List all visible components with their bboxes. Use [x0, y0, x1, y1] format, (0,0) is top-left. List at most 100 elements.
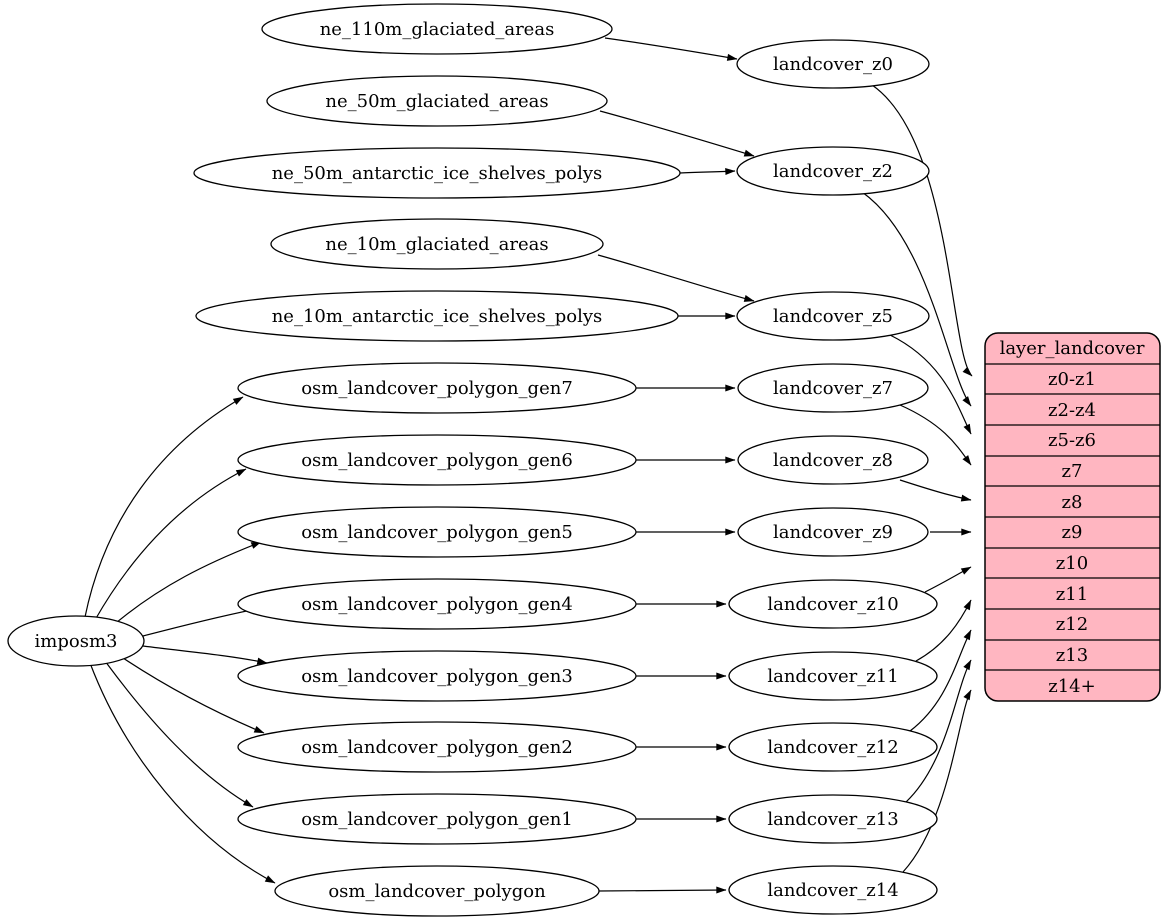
- node-shape: [728, 722, 938, 772]
- node-shape: [237, 506, 637, 558]
- node-label: landcover_z5: [773, 306, 893, 327]
- node-shape: [237, 721, 637, 773]
- node-landcover-z13: landcover_z13: [728, 794, 938, 844]
- node-shape: [261, 3, 613, 55]
- table-row-z10: z10: [1056, 553, 1088, 574]
- node-ne-10m-antarctic-ice-shelves-polys: ne_10m_antarctic_ice_shelves_polys: [195, 290, 679, 342]
- node-shape: [237, 650, 637, 702]
- edge-imposm3-to-polygon: [89, 662, 276, 884]
- node-shape: [737, 435, 929, 485]
- table-row-z5-z6: z5-z6: [1048, 430, 1096, 451]
- node-ne-110m-glaciated-areas: ne_110m_glaciated_areas: [261, 3, 613, 55]
- edge-imposm3-to-gen7: [84, 396, 244, 618]
- edge-imposm3-to-gen2: [119, 655, 265, 734]
- node-label: ne_110m_glaciated_areas: [320, 19, 555, 40]
- edge-ne50m-glaciated-to-z2: [599, 110, 755, 157]
- node-osm-landcover-polygon: osm_landcover_polygon: [274, 865, 600, 917]
- node-landcover-z5: landcover_z5: [736, 291, 930, 341]
- edge-polygon-to-z14: [598, 886, 727, 894]
- node-shape: [728, 651, 938, 701]
- node-shape: [737, 363, 929, 413]
- node-landcover-z12: landcover_z12: [728, 722, 938, 772]
- node-landcover-z8: landcover_z8: [737, 435, 929, 485]
- node-shape: [728, 794, 938, 844]
- node-label: landcover_z9: [773, 522, 893, 543]
- node-osm-landcover-polygon-gen2: osm_landcover_polygon_gen2: [237, 721, 637, 773]
- edge-z14-to-row-z14plus: [902, 689, 972, 873]
- table-row-z12: z12: [1056, 614, 1088, 635]
- node-label: ne_50m_antarctic_ice_shelves_polys: [272, 163, 603, 184]
- node-osm-landcover-polygon-gen5: osm_landcover_polygon_gen5: [237, 506, 637, 558]
- table-row-z2-z4: z2-z4: [1048, 400, 1096, 421]
- table-row-z9: z9: [1062, 522, 1083, 543]
- node-shape: [736, 39, 930, 89]
- node-label: landcover_z14: [767, 880, 898, 901]
- node-landcover-z0: landcover_z0: [736, 39, 930, 89]
- node-label: landcover_z0: [773, 54, 893, 75]
- node-ne-10m-glaciated-areas: ne_10m_glaciated_areas: [270, 218, 604, 270]
- node-shape: [266, 75, 608, 127]
- edge-z2-to-row-z2-z4: [861, 191, 972, 407]
- node-osm-landcover-polygon-gen1: osm_landcover_polygon_gen1: [237, 793, 637, 845]
- node-ne-50m-antarctic-ice-shelves-polys: ne_50m_antarctic_ice_shelves_polys: [193, 147, 681, 199]
- node-label: landcover_z10: [767, 594, 898, 615]
- node-label: ne_10m_antarctic_ice_shelves_polys: [272, 306, 603, 327]
- edges-layer: [84, 37, 973, 894]
- node-imposm3-label: imposm3: [35, 631, 118, 652]
- table-row-z8: z8: [1062, 492, 1083, 513]
- node-label: osm_landcover_polygon_gen2: [301, 737, 573, 758]
- node-label: landcover_z2: [773, 161, 893, 182]
- node-shape: [728, 579, 938, 629]
- node-label: landcover_z13: [767, 809, 898, 830]
- table-row-z11: z11: [1056, 584, 1088, 605]
- edge-z10-to-row-z10: [924, 566, 972, 593]
- node-landcover-z9: landcover_z9: [737, 507, 929, 557]
- edge-z11-to-row-z11: [915, 599, 972, 662]
- node-shape: [736, 291, 930, 341]
- node-label: landcover_z12: [767, 737, 898, 758]
- edge-imposm3-to-gen5: [109, 541, 262, 629]
- node-shape: [270, 218, 604, 270]
- edge-z8-to-row-z8: [899, 479, 972, 502]
- edge-imposm3-to-gen3: [142, 645, 268, 665]
- node-layer-landcover-table: layer_landcover z0-z1 z2-z4 z5-z6 z7 z8 …: [984, 332, 1161, 702]
- edge-imposm3-to-gen6: [94, 468, 247, 621]
- node-osm-landcover-polygon-gen4: osm_landcover_polygon_gen4: [237, 578, 637, 630]
- node-landcover-z7: landcover_z7: [737, 363, 929, 413]
- node-label: osm_landcover_polygon_gen5: [301, 522, 573, 543]
- node-label: osm_landcover_polygon_gen1: [301, 809, 573, 830]
- node-label: landcover_z11: [767, 666, 898, 687]
- edge-z5-to-row-z5-z6: [889, 334, 972, 435]
- table-title: layer_landcover: [1000, 338, 1145, 359]
- node-shape: [737, 507, 929, 557]
- edge-z13-to-row-z13: [905, 659, 972, 803]
- node-shape: [237, 434, 637, 486]
- table-row-z0-z1: z0-z1: [1048, 369, 1096, 390]
- table-row-z7: z7: [1062, 461, 1083, 482]
- node-landcover-z11: landcover_z11: [728, 651, 938, 701]
- node-label: osm_landcover_polygon_gen7: [301, 378, 573, 399]
- node-osm-landcover-polygon-gen6: osm_landcover_polygon_gen6: [237, 434, 637, 486]
- node-osm-landcover-polygon-gen3: osm_landcover_polygon_gen3: [237, 650, 637, 702]
- node-label: osm_landcover_polygon_gen6: [301, 450, 573, 471]
- node-label: landcover_z8: [773, 450, 893, 471]
- node-shape: [736, 146, 930, 196]
- node-label: landcover_z7: [773, 378, 893, 399]
- node-shape: [237, 793, 637, 845]
- node-shape: [195, 290, 679, 342]
- edge-imposm3-to-gen1: [104, 660, 254, 808]
- node-landcover-z14: landcover_z14: [728, 865, 938, 915]
- node-ne-50m-glaciated-areas: ne_50m_glaciated_areas: [266, 75, 608, 127]
- node-shape: [237, 578, 637, 630]
- node-imposm3: imposm3: [7, 615, 145, 667]
- node-label: ne_10m_glaciated_areas: [325, 234, 548, 255]
- table-row-z14plus: z14+: [1048, 676, 1095, 697]
- edge-z7-to-row-z7: [899, 404, 972, 466]
- node-label: ne_50m_glaciated_areas: [325, 91, 548, 112]
- node-shape: [193, 147, 681, 199]
- node-shape: [728, 865, 938, 915]
- edge-ne110m-glaciated-to-z0: [604, 37, 738, 61]
- node-shape: [274, 865, 600, 917]
